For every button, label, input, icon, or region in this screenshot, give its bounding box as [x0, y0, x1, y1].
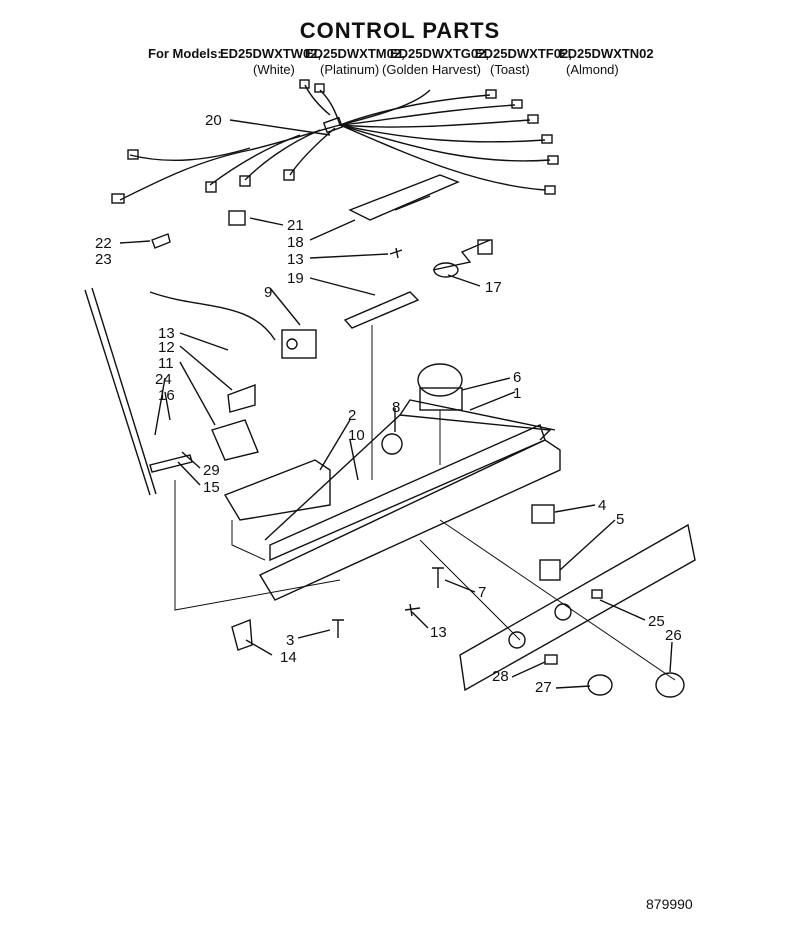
model-number: ED25DWXTM02, — [305, 46, 405, 61]
callout-13: 13 — [287, 251, 304, 268]
assembly-lines — [174, 325, 676, 681]
callout-14: 14 — [280, 649, 297, 666]
page-title: CONTROL PARTS — [299, 18, 501, 43]
part-23-rod — [84, 287, 157, 496]
callout-13: 13 — [430, 624, 447, 641]
callout-9: 9 — [264, 284, 272, 301]
callout-27: 27 — [535, 679, 552, 696]
part-13-screw — [404, 603, 421, 617]
callout-10: 10 — [348, 427, 365, 444]
callout-7: 7 — [478, 584, 486, 601]
part-6-motor — [417, 363, 463, 397]
color-label: (Toast) — [490, 62, 530, 77]
part-14-clip — [231, 619, 253, 651]
part-4-clip — [531, 504, 555, 524]
callout-24: 24 — [155, 371, 172, 388]
leader-lines — [119, 119, 673, 689]
callout-6: 6 — [513, 369, 521, 386]
part-17-wire — [432, 239, 491, 271]
for-models-label: For Models: — [148, 46, 222, 61]
callout-13: 13 — [158, 325, 175, 342]
callout-3: 3 — [286, 632, 294, 649]
model-number: ED25DWXTG02, — [390, 46, 489, 61]
callout-18: 18 — [287, 234, 304, 251]
callout-5: 5 — [616, 511, 624, 528]
part-27-knob — [587, 674, 613, 696]
part-21-clip — [228, 210, 246, 226]
callout-23: 23 — [95, 251, 112, 268]
callout-28: 28 — [492, 668, 509, 685]
part-7-screw — [432, 567, 444, 588]
part-11-switch — [211, 419, 259, 461]
callout-26: 26 — [665, 627, 682, 644]
part-26-knob — [655, 672, 685, 698]
part-13-screw — [389, 247, 403, 259]
callout-16: 16 — [158, 387, 175, 404]
model-number: ED25DWXTW02, — [220, 46, 322, 61]
callout-11: 11 — [158, 355, 174, 372]
wiring-harness — [111, 79, 559, 204]
callout-4: 4 — [598, 497, 606, 514]
callout-29: 29 — [203, 462, 220, 479]
part-19-sensor — [343, 291, 420, 329]
part-22-clip — [151, 233, 171, 249]
callout-8: 8 — [392, 399, 400, 416]
callout-2: 2 — [348, 407, 356, 424]
part-5-switch — [539, 559, 561, 581]
part-8-knob — [381, 433, 403, 455]
part-18-bracket — [348, 174, 460, 221]
color-label: (Golden Harvest) — [382, 62, 481, 77]
part-9-thermostat — [281, 329, 317, 359]
part-1-housing — [259, 439, 561, 601]
callout-17: 17 — [485, 279, 502, 296]
callout-22: 22 — [95, 235, 112, 252]
callout-25: 25 — [648, 613, 665, 630]
callout-1: 1 — [513, 385, 521, 402]
callout-12: 12 — [158, 339, 175, 356]
model-number: ED25DWXTN02 — [559, 46, 654, 61]
callout-15: 15 — [203, 479, 220, 496]
callout-19: 19 — [287, 270, 304, 287]
color-label: (Platinum) — [320, 62, 380, 77]
part-3-screw — [332, 619, 344, 638]
part-12-bracket — [227, 383, 256, 413]
part-25-control-panel — [459, 523, 696, 692]
part-2-bracket — [223, 459, 331, 521]
model-number: ED25DWXTF02, — [475, 46, 572, 61]
diagram-number: 879990 — [646, 896, 693, 912]
color-label: (White) — [253, 62, 295, 77]
part-15-link — [149, 454, 193, 473]
part-28-clip — [544, 654, 558, 665]
callout-20: 20 — [205, 112, 222, 129]
callout-21: 21 — [287, 217, 304, 234]
part-9-wire — [149, 291, 276, 341]
color-label: (Almond) — [566, 62, 619, 77]
